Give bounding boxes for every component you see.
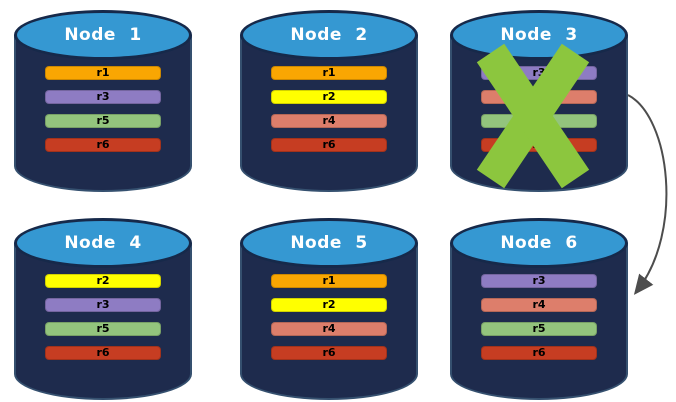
replica-label: r6: [532, 346, 546, 359]
replica-label: r1: [322, 274, 336, 287]
replica-bar: r2: [271, 90, 387, 104]
node-3: Node 3 r3 r4 r5 r6: [450, 10, 628, 192]
node-title-label: Node 6: [500, 233, 578, 253]
node-title-label: Node 3: [500, 25, 578, 45]
replica-label: r4: [532, 90, 546, 103]
replica-label: r4: [322, 322, 336, 335]
node-6: Node 6 r3 r4 r5 r6: [450, 218, 628, 400]
replica-label: r6: [96, 138, 110, 151]
replica-bar: r4: [271, 114, 387, 128]
replica-label: r3: [532, 274, 546, 287]
replica-bar: r4: [271, 322, 387, 336]
replica-label: r4: [532, 298, 546, 311]
replica-list: r1 r3 r5 r6: [14, 66, 192, 152]
replica-label: r6: [322, 346, 336, 359]
node-1: Node 1 r1 r3 r5 r6: [14, 10, 192, 192]
replica-label: r2: [96, 274, 110, 287]
node-5: Node 5 r1 r2 r4 r6: [240, 218, 418, 400]
replica-label: r3: [96, 298, 110, 311]
replica-list: r1 r2 r4 r6: [240, 274, 418, 360]
replica-bar: r6: [45, 138, 161, 152]
replica-bar: r6: [481, 138, 597, 152]
replica-bar: r5: [481, 322, 597, 336]
replica-bar: r3: [481, 274, 597, 288]
replica-bar: r5: [481, 114, 597, 128]
cylinder-top: Node 5: [240, 218, 418, 268]
replica-label: r5: [96, 322, 110, 335]
node-title-label: Node 4: [64, 233, 142, 253]
node-2: Node 2 r1 r2 r4 r6: [240, 10, 418, 192]
replica-bar: r6: [271, 346, 387, 360]
replica-bar: r6: [271, 138, 387, 152]
replica-label: r4: [322, 114, 336, 127]
cylinder-top: Node 3: [450, 10, 628, 60]
replica-list: r1 r2 r4 r6: [240, 66, 418, 152]
replica-bar: r3: [481, 66, 597, 80]
replica-bar: r4: [481, 90, 597, 104]
node-title-label: Node 2: [290, 25, 368, 45]
cylinder-top: Node 1: [14, 10, 192, 60]
replica-list: r3 r4 r5 r6: [450, 66, 628, 152]
cylinder-top: Node 4: [14, 218, 192, 268]
replica-bar: r1: [45, 66, 161, 80]
replica-bar: r2: [271, 298, 387, 312]
replica-bar: r6: [45, 346, 161, 360]
cylinder-top: Node 6: [450, 218, 628, 268]
replica-bar: r6: [481, 346, 597, 360]
replica-list: r2 r3 r5 r6: [14, 274, 192, 360]
node-title-label: Node 1: [64, 25, 142, 45]
replica-bar: r4: [481, 298, 597, 312]
cylinder-body: [240, 35, 418, 192]
replica-label: r6: [532, 138, 546, 151]
replica-label: r2: [322, 90, 336, 103]
cylinder-body: [14, 243, 192, 400]
replica-label: r5: [532, 114, 546, 127]
replica-label: r1: [96, 66, 110, 79]
cylinder-top: Node 2: [240, 10, 418, 60]
replica-label: r6: [322, 138, 336, 151]
cylinder-body: [14, 35, 192, 192]
replica-bar: r2: [45, 274, 161, 288]
replica-label: r1: [322, 66, 336, 79]
replica-bar: r5: [45, 322, 161, 336]
replica-label: r5: [96, 114, 110, 127]
replica-bar: r5: [45, 114, 161, 128]
node-4: Node 4 r2 r3 r5 r6: [14, 218, 192, 400]
replica-label: r3: [532, 66, 546, 79]
replica-bar: r1: [271, 274, 387, 288]
replica-bar: r3: [45, 90, 161, 104]
replica-list: r3 r4 r5 r6: [450, 274, 628, 360]
replica-label: r3: [96, 90, 110, 103]
replica-label: r2: [322, 298, 336, 311]
replica-bar: r1: [271, 66, 387, 80]
replica-bar: r3: [45, 298, 161, 312]
replica-label: r6: [96, 346, 110, 359]
node-title-label: Node 5: [290, 233, 368, 253]
replica-label: r5: [532, 322, 546, 335]
cylinder-body: [450, 243, 628, 400]
arrow-curve: [627, 94, 668, 295]
